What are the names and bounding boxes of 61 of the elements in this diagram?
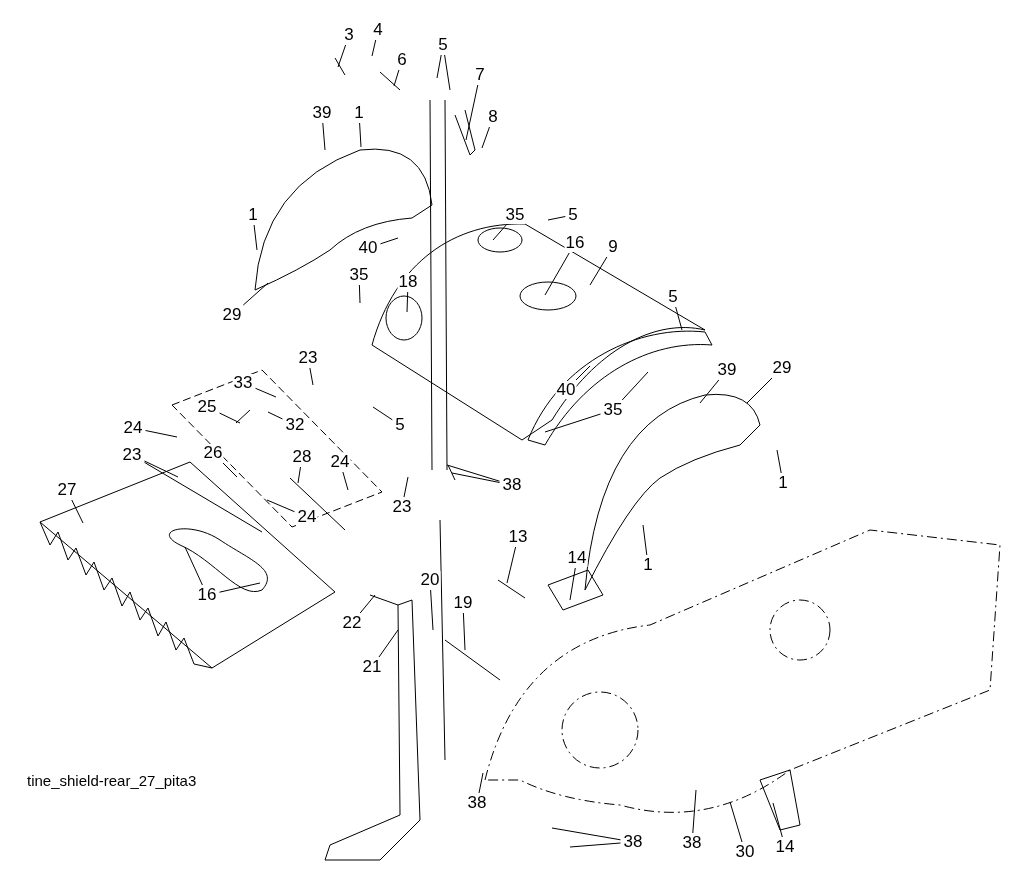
leader-line	[359, 122, 362, 148]
leader-line	[267, 411, 283, 420]
leader-line	[451, 472, 500, 483]
leader-line	[547, 216, 566, 221]
leader-line	[219, 582, 261, 593]
leader-line	[699, 379, 720, 404]
leader-line	[378, 629, 399, 658]
callout-number: 16	[564, 234, 586, 252]
leader-line	[322, 122, 326, 151]
leader-line	[297, 466, 301, 484]
leader-line	[371, 39, 377, 57]
leader-line	[481, 126, 490, 149]
leader-line	[266, 499, 295, 513]
leader-line	[145, 430, 178, 438]
leader-line	[569, 842, 621, 848]
leader-line	[478, 772, 484, 794]
leader-line	[255, 387, 277, 398]
leader-line	[144, 461, 263, 533]
leader-line	[359, 594, 376, 614]
leader-line	[222, 462, 238, 478]
leader-line	[462, 612, 466, 651]
leader-line	[446, 464, 500, 482]
leader-line	[380, 237, 399, 245]
leader-line	[406, 291, 409, 313]
leader-line	[403, 476, 409, 498]
leader-line	[776, 449, 782, 474]
leader-line	[242, 282, 269, 306]
leader-line	[729, 801, 743, 843]
leader-line	[675, 306, 683, 331]
callout-number: 35	[504, 206, 526, 224]
leader-line	[544, 252, 570, 296]
leader-line	[621, 371, 649, 401]
leader-line	[746, 377, 773, 404]
leader-line	[309, 367, 314, 386]
leader-line	[342, 471, 349, 491]
leader-line	[465, 84, 479, 141]
leader-line	[492, 224, 507, 241]
leader-line	[544, 413, 601, 433]
drawing-reference-code: tine_shield-rear_27_pita3	[27, 772, 197, 789]
leader-line	[692, 789, 697, 834]
leader-line	[337, 44, 347, 68]
leader-line	[589, 256, 608, 286]
leader-line	[144, 460, 179, 478]
leader-line	[253, 224, 258, 251]
leader-line	[71, 499, 84, 524]
leader-line	[430, 589, 434, 631]
leader-line	[772, 802, 783, 838]
callout-number: 18	[397, 273, 419, 291]
leader-line	[358, 284, 361, 304]
leader-line	[444, 54, 451, 91]
leader-line	[372, 406, 393, 421]
leader-line	[436, 54, 442, 79]
leader-line	[642, 524, 648, 556]
leader-line	[184, 546, 203, 586]
leader-line	[575, 365, 591, 381]
leader-line	[219, 412, 241, 424]
leader-line	[506, 546, 517, 584]
leader-line	[551, 827, 621, 841]
callout-number: 24	[296, 508, 318, 526]
callout-number: 40	[555, 381, 577, 399]
leader-line	[393, 69, 400, 87]
